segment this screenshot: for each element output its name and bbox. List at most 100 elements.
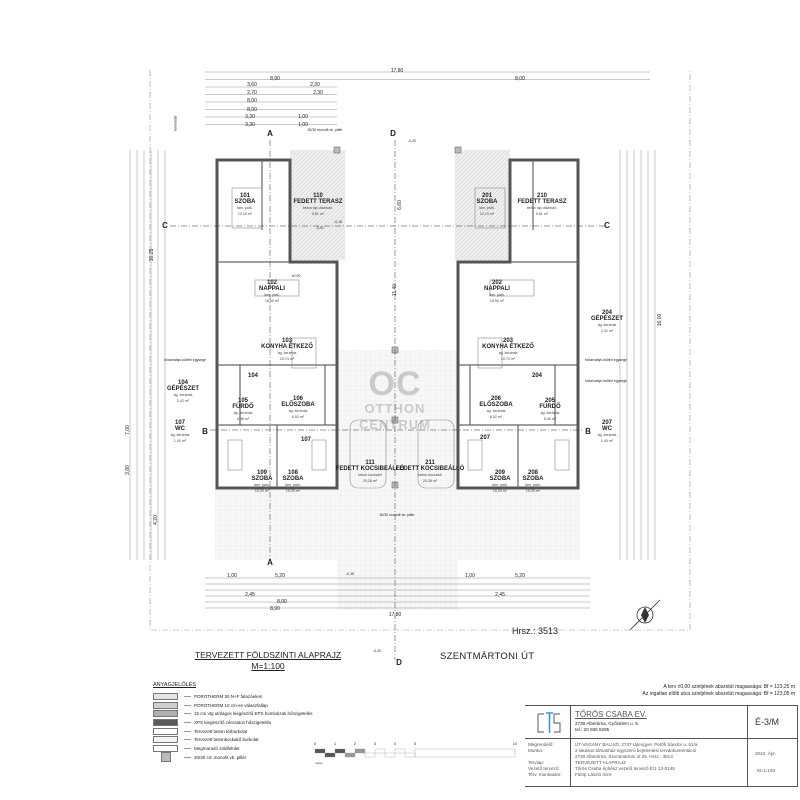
car-outline [417,419,455,489]
level-mark: -0,20 [408,139,416,143]
legend-item: XPS kiegészítő zárcsatos hőszigetelés [153,718,313,727]
furniture [254,279,300,297]
dimension-text: 2,30 [310,82,320,88]
dimension-text: 8,00 [515,76,525,82]
legend-swatch [153,692,178,700]
room-number: 104 [177,380,189,386]
room-floor: ág. kerámia [233,411,253,415]
room-name: FÜRDŐ [539,404,561,410]
room-number: 210 [536,193,547,199]
exterior-wall [215,158,339,490]
sheet-code: É-3/M [755,717,780,727]
furniture [227,439,243,471]
sheet-scale: M=1:100 [757,768,776,773]
legend-item: Megmaradó zöldfelület [153,744,313,753]
room-number: 206 [490,396,501,402]
section-mark-a-bottom: A [267,558,273,567]
legend-label: 15 cm vtg utólagos kiegészítő EPS homlok… [194,711,313,717]
room-floor: ág. kerámia [540,411,560,415]
scale-bar-segment [384,752,396,758]
room-area: 2,42 m² [600,329,614,333]
dimension-text: 17,80 [388,612,402,618]
room-name: NAPPALI [484,286,510,292]
legend-leader [184,713,191,715]
title-block-value: Fülöp László Imre [575,772,612,777]
room-floor: beton kockakő [418,473,442,477]
room-number: 105 [237,398,248,404]
dimension-text: 1,00 [465,573,475,579]
dimension-text: 5,20 [515,573,525,579]
room-area: 10,74 m² [279,357,295,361]
room-number: 205 [544,398,555,404]
room-number: 204 [601,310,613,316]
legend-swatch [153,718,178,726]
pillar-note-bottom: 30/30 monolit vb. pillér [379,513,415,517]
dimension-text: 2,70 [247,90,257,96]
scale-tick-label: 10 [513,741,518,746]
terrace-left [290,150,345,260]
title-block-labels: Megrendelő:Munka:Tervlap:Vezető tervező:… [528,742,562,778]
legend-leader [184,704,191,706]
furniture [291,337,317,369]
furniture [474,187,506,229]
room-floor: lam. park. [479,206,495,210]
room-floor: ág. kerámia [288,409,308,413]
boundary-label: telekhatár [173,115,178,131]
room-area: 20,28 m² [422,479,438,483]
legend-label: XPS kiegészítő zárcsatos hőszigetelés [194,719,272,725]
title-block-label: Megrendelő: [528,742,554,747]
room-floor: lam. park. [492,483,508,487]
room-name: KONYHA ÉTKEZŐ [482,344,534,350]
drawing-scale: M=1:100 [251,661,285,671]
room-name: SZOBA [489,476,511,482]
dimension-text: 5,20 [275,573,285,579]
watermark: OC OTTHON CENTRUM [359,367,431,433]
room-name: NAPPALI [259,286,285,292]
divider [570,706,571,786]
room-number: 107 [300,437,312,443]
section-mark-c-left: C [162,221,168,230]
room-label: 104 [248,373,258,379]
legend-item: 15 cm vtg utólagos kiegészítő EPS homlok… [153,709,313,718]
heat-pump-note-right: hőszivattyú kültéri egysége [584,358,628,362]
dimension-text: 7,00 [125,425,131,435]
level-mark: -0,15 [334,220,342,224]
walls [170,140,605,660]
scale-bar-segment [404,752,416,758]
material-legend: ANYAGJELÖLÉS POROTHERM 30 N+F falazóelem… [153,682,313,763]
legend-swatch [153,727,178,735]
drawing-title: TERVEZETT FÖLDSZINTI ALAPRAJZ M=1:100 [195,650,341,672]
scale-unit: méter [315,761,323,765]
title-block-value: TERVEZETT ALAPRAJZ [575,760,626,765]
scale-bar-segment [334,748,346,754]
legend-label: POROTHERM 10 cm-es válaszfallap [194,702,268,708]
title-block-label: Vezető tervező: [528,766,560,771]
level-mark: ±0,00 [291,274,301,278]
room-area: 1,40 m² [173,439,187,443]
title-block-value: Tőrös Csaba építész vezető tervező É/1 1… [575,766,675,771]
dimension-text: 1,00 [298,114,308,120]
room-floor: ág. kerámia [597,323,617,327]
room-name: SZOBA [476,199,498,205]
north-arrow-icon [629,599,661,631]
scale-tick-label: 2 [354,741,357,746]
room-name: SZOBA [234,199,256,205]
room-floor: lam. park. [525,483,541,487]
room-area: 9,81 m² [311,212,325,216]
scale-bar-segment [394,748,406,754]
room-number: 104 [247,373,259,379]
title-block-label: Terv. munkatárs: [528,772,562,777]
room-name: KONYHA ÉTKEZŐ [261,344,313,350]
title-block-label: Munka: [528,748,544,753]
room-area: 10,74 m² [500,357,516,361]
room-number: 207 [479,435,491,441]
legend-label: Tervezett beton térburkolat [194,728,248,734]
pillar [333,146,341,154]
